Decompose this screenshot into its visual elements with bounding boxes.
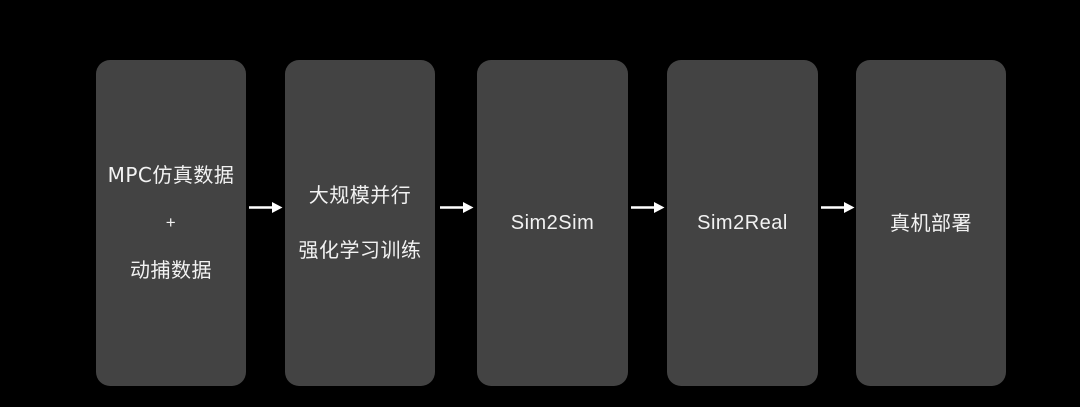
stage-box-large-scale-rl[interactable]: 大规模并行 强化学习训练 xyxy=(285,60,435,386)
stage-box-sim2real[interactable]: Sim2Real xyxy=(667,60,818,386)
stage-label-line: 真机部署 xyxy=(890,210,972,235)
stage-label-line: 动捕数据 xyxy=(130,257,212,282)
stage-label-line: Sim2Sim xyxy=(510,211,595,234)
stage-box-real-robot-deploy[interactable]: 真机部署 xyxy=(856,60,1006,386)
stage-box-mpc-data[interactable]: MPC仿真数据 + 动捕数据 xyxy=(96,60,246,386)
stage-label-line: 强化学习训练 xyxy=(298,238,422,262)
arrow-right-icon xyxy=(820,200,855,214)
stage-box-sim2sim[interactable]: Sim2Sim xyxy=(477,60,628,386)
arrow-right-icon xyxy=(630,200,666,214)
arrow-right-icon xyxy=(437,200,476,214)
plus-symbol: + xyxy=(165,213,177,233)
arrow-right-icon xyxy=(248,200,284,214)
stage-label-line: Sim2Real xyxy=(697,211,788,234)
stage-label-line: MPC仿真数据 xyxy=(107,163,235,188)
stage-label-line: 大规模并行 xyxy=(308,183,412,207)
